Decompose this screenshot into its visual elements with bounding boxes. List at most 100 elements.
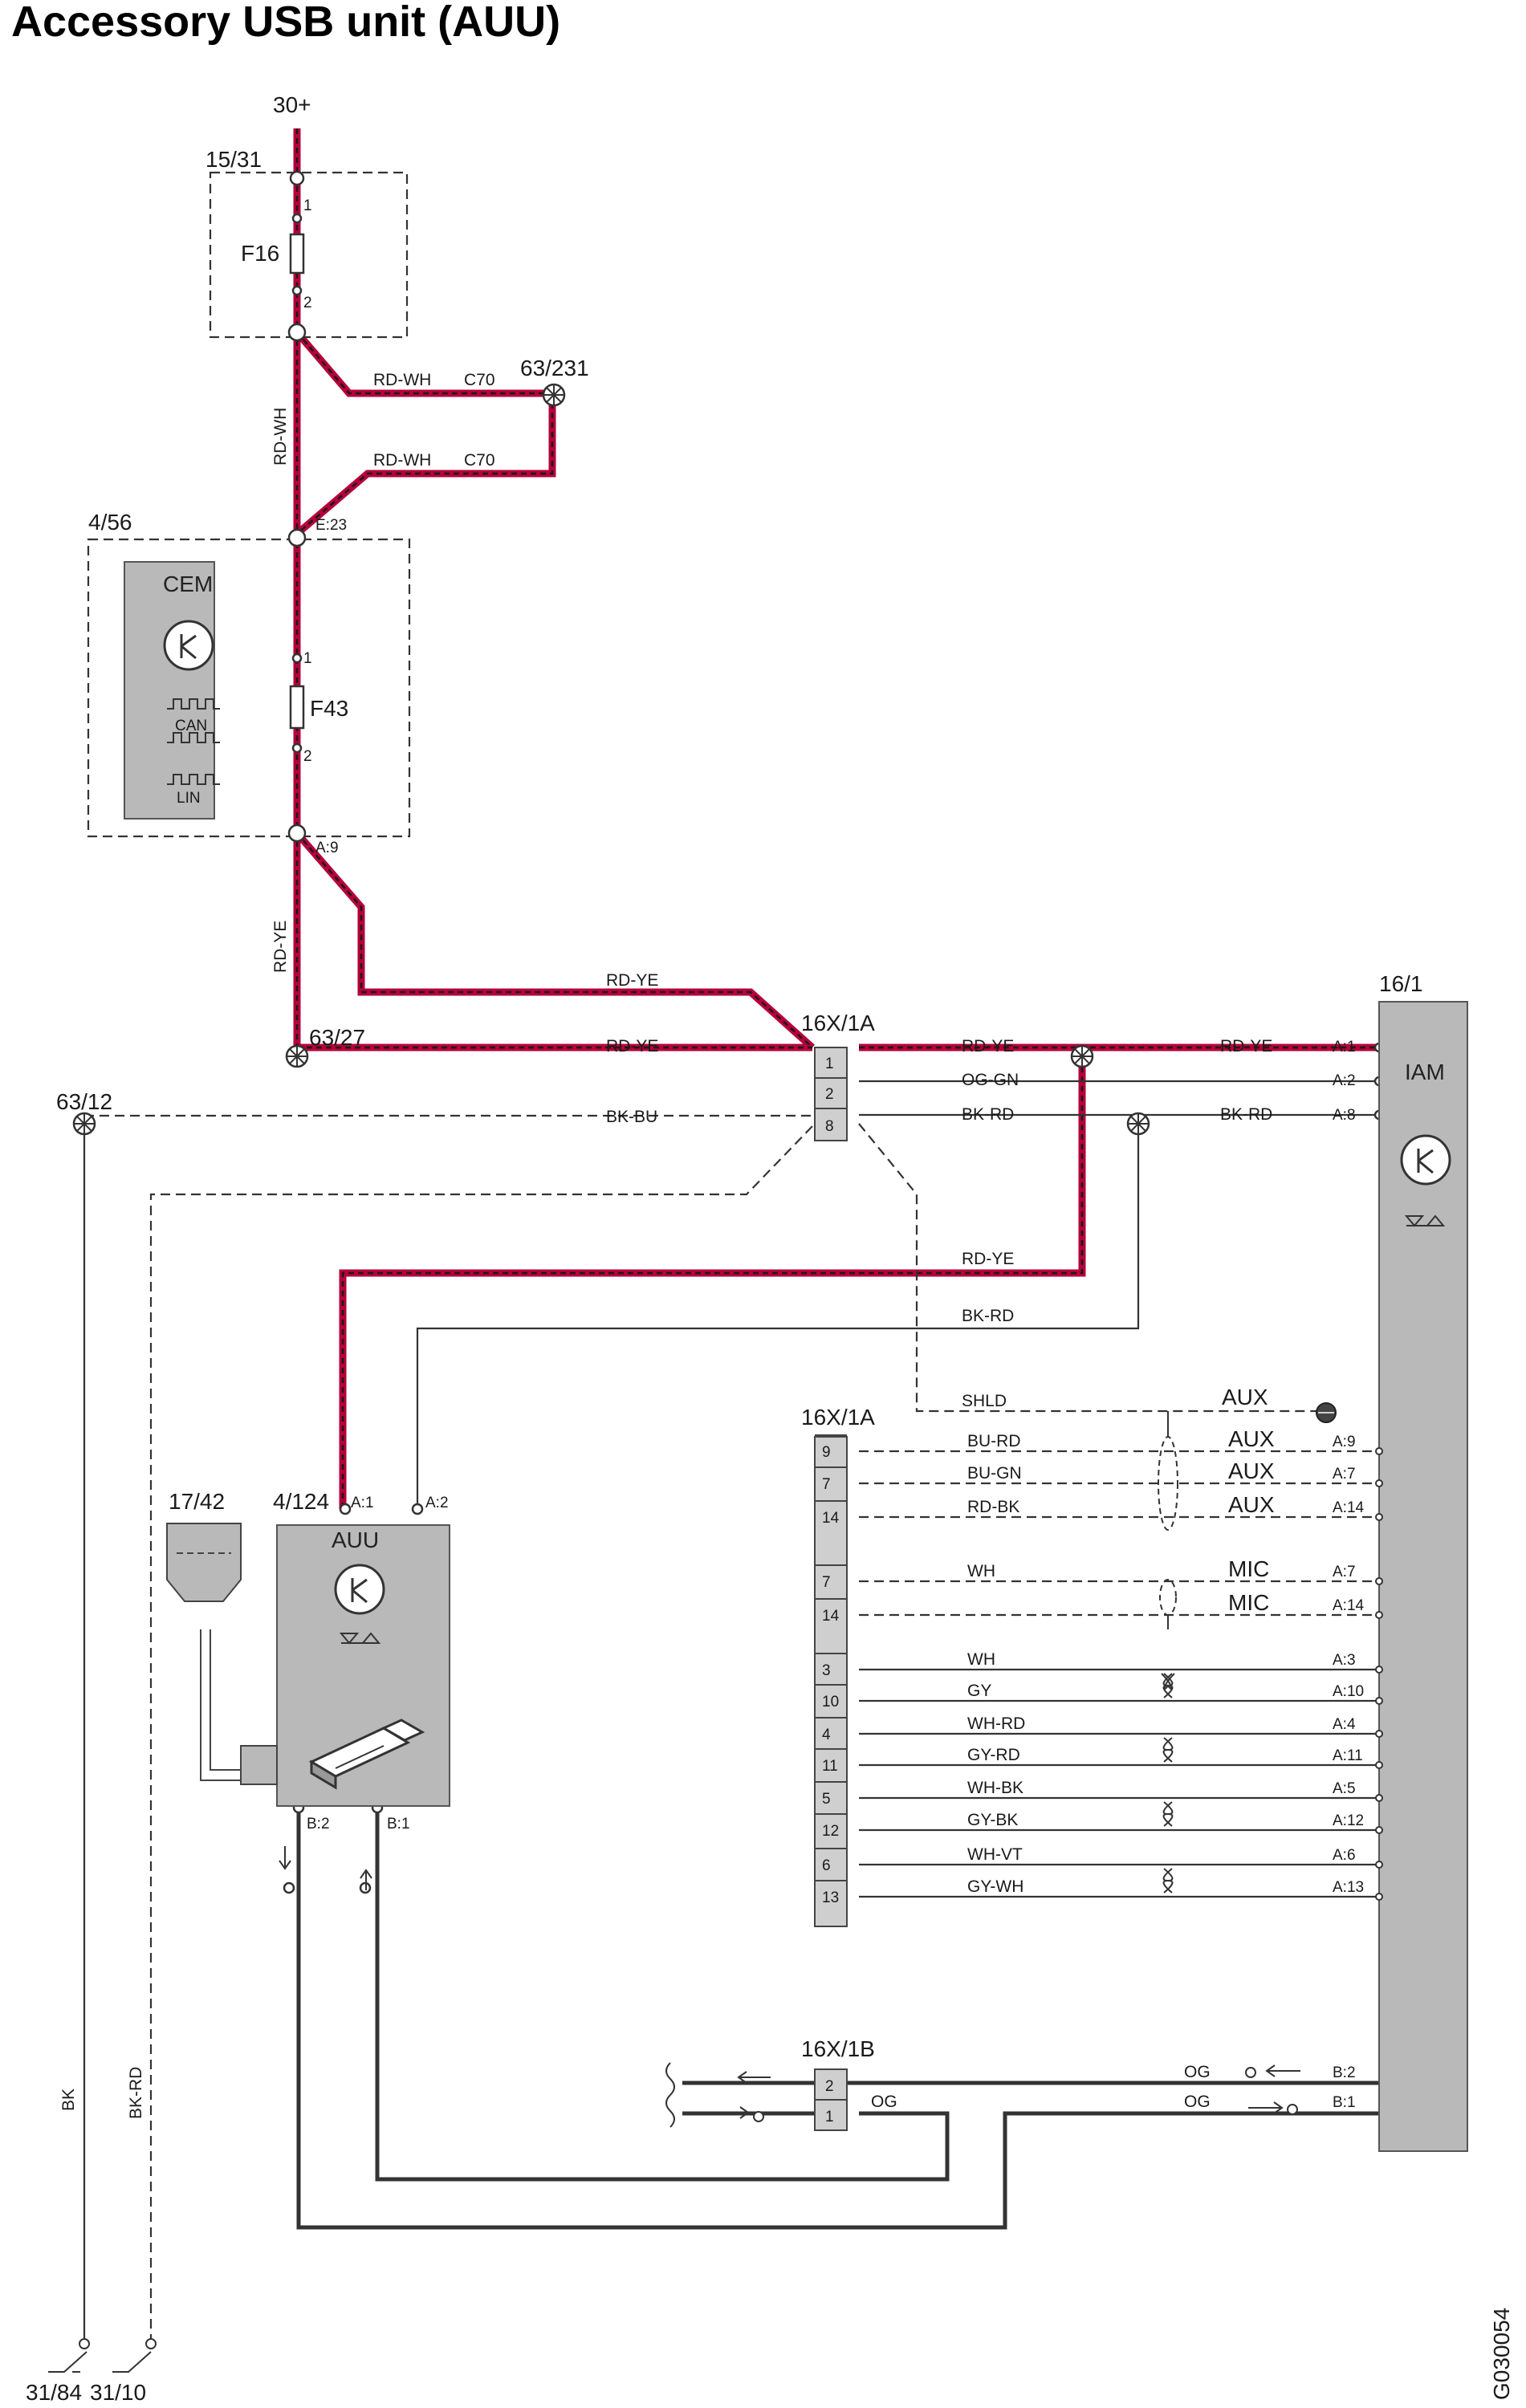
connector-1a-wire: WH [967,1650,995,1669]
connector-1a-pin: 12 [822,1823,839,1840]
fuse-f16-pin-bottom: 2 [303,295,312,311]
signal-arrows [279,1846,1300,2128]
connector-1a-pin: 14 [822,1510,840,1527]
connector-1a-pin: 13 [822,1889,839,1906]
auu-pin-b1: B:1 [387,1816,410,1832]
auu-feed-signal-wire: BK-RD [962,1307,1014,1325]
connector-1b-pin-2: 2 [825,2078,834,2095]
iam-wire-a2: OG-GN [962,1071,1019,1089]
connector-1b-ref: 16X/1B [801,2036,875,2061]
splice-icons [72,383,1150,1136]
iam-wire-a8: BK-RD [962,1105,1014,1124]
iam-wire-a1-right: RD-YE [1220,1037,1272,1056]
splice-1-wire-bottom: RD-WH [373,451,431,470]
auu-pin-a2: A:2 [425,1495,449,1511]
fuse-f16-pin-top: 1 [303,197,312,214]
iam-pin-node [1375,1697,1383,1705]
iam-pin-b2: B:2 [1333,2064,1356,2081]
connector-1a-pin: 11 [822,1758,838,1775]
connector-1a-pin: 7 [822,1476,831,1493]
ground-splice-wire: BK-BU [606,1108,657,1126]
iam-pin: A:11 [1333,1747,1363,1764]
iam-pin-node [1375,1730,1383,1738]
shield-ground-icon [1316,1402,1337,1423]
connector-1b-wire-2-right: OG [1184,2063,1211,2081]
connector-1a-top-ref: 16X/1A [801,1011,875,1035]
connector-1a-pin: 3 [822,1662,831,1679]
cem-pin-in: E:23 [315,517,347,534]
iam-pin: A:4 [1333,1716,1356,1733]
cem-name: CEM [163,571,213,596]
iam-pin-b1: B:1 [1333,2094,1356,2111]
auu-name: AUU [332,1527,379,1552]
splice-1-conn-top: C70 [464,371,495,389]
connector-1a-pin: 14 [822,1608,840,1625]
auu-module [276,1524,450,1807]
connector-1a-pin: 4 [822,1727,831,1743]
connector-1a-pin: 9 [822,1444,831,1461]
supply-label: 30+ [273,92,311,117]
cem-module [124,561,220,820]
connector-1a-wire: GY-BK [967,1811,1018,1829]
connector-1a-wire: WH-BK [967,1779,1023,1797]
iam-pin: A:12 [1333,1812,1364,1829]
iam-pin-node [1375,1826,1383,1834]
iam-wire-a8-right: BK-RD [1220,1105,1272,1124]
auu-pin-b2: B:2 [307,1816,330,1832]
splice-1-ref: 63/231 [520,356,589,380]
dashed-wires [84,171,1379,2344]
connector-1a-bottom-ref: 16X/1A [801,1405,875,1430]
iam-pin: A:14 [1333,1597,1365,1614]
diagram-title: Accessory USB unit (AUU) [11,0,561,46]
connector-1a-pin: 5 [822,1791,831,1808]
iam-pin: A:7 [1333,1564,1356,1580]
iam-pin-node [1375,1513,1383,1521]
iam-wire-a1: RD-YE [962,1037,1014,1056]
connector-1a-pin: 7 [822,1574,831,1591]
connector-1a-wire: GY [967,1682,991,1700]
iam-pin-node [1375,1893,1383,1901]
auu-pin-a1: A:1 [351,1495,374,1511]
usb-socket-symbol [166,1523,278,1785]
connector-1a-pin: 10 [822,1694,839,1710]
ground-right-wire: BK-RD [127,2067,145,2119]
connector-16x-1b [814,2068,848,2131]
fuse-symbols [289,233,305,730]
connector-1a-group: MIC [1228,1556,1269,1581]
connector-16x-1a-top [814,1047,848,1141]
iam-pin: A:10 [1333,1683,1364,1700]
connector-1a-group: AUX [1228,1458,1275,1483]
ground-right-ref: 31/10 [90,2380,146,2405]
connector-1a-wire: GY-RD [967,1746,1020,1764]
connector-1a-wire: BU-GN [967,1464,1022,1483]
iam-pin-node [1375,1479,1383,1487]
connector-1a-pin: 6 [822,1857,831,1874]
connector-1a-wire: GY-WH [967,1877,1023,1896]
cem-fuse-label: F43 [310,696,348,721]
iam-pin: A:7 [1333,1466,1356,1483]
connector-1b-wire-1: OG [871,2093,897,2111]
cem-fuse-pin-bottom: 2 [303,748,312,765]
splice-2-wire-vertical: RD-YE [271,921,290,973]
iam-pin: A:9 [1333,1434,1356,1450]
cem-ref: 4/56 [88,510,132,535]
splice-2-ref: 63/27 [309,1025,365,1050]
shield-group-label: AUX [1222,1385,1268,1409]
iam-ref: 16/1 [1379,971,1423,996]
iam-pin-node [1375,1761,1383,1769]
iam-pin: A:6 [1333,1847,1356,1864]
cem-fuse-pin-top: 1 [303,650,312,667]
connector-1a-top-pin-2: 2 [825,1086,834,1103]
fuse-f16-label: F16 [241,241,279,266]
splice-1-wire-top: RD-WH [373,371,431,389]
usb-stick-icon [308,1719,425,1790]
iam-pin-node [1375,1861,1383,1869]
cem-bus-lin: LIN [177,790,201,807]
iam-pin: A:13 [1333,1879,1364,1896]
ground-switches [48,2338,157,2373]
splice-2-wire-lower: RD-YE [606,1037,658,1056]
connector-1a-wire: BU-RD [967,1432,1021,1450]
connector-1a-group: MIC [1228,1590,1269,1615]
